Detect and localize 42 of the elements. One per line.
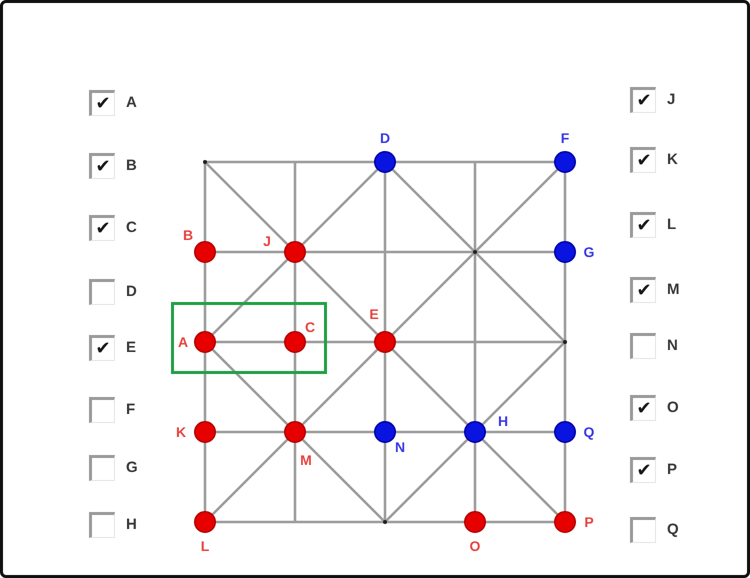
point-label: O — [470, 539, 480, 553]
checkbox-label: J — [667, 92, 676, 108]
point-label: E — [369, 307, 379, 321]
checkbox-label: P — [667, 462, 678, 478]
point-label: H — [498, 414, 508, 428]
point-label: K — [176, 425, 186, 439]
point-label: G — [584, 245, 594, 259]
checkbox-label: C — [126, 220, 137, 236]
point-label: P — [584, 515, 594, 529]
checkbox-label: Q — [667, 522, 679, 538]
checkbox-label: D — [126, 284, 137, 300]
point-label: M — [300, 453, 312, 467]
checkbox: ✔ — [630, 147, 656, 173]
point-label: C — [304, 320, 316, 334]
point-label: F — [560, 131, 570, 145]
checkbox-label: F — [126, 402, 136, 418]
checkbox: ✔ — [89, 153, 115, 179]
checkbox: ✔ — [89, 90, 115, 116]
checkbox-label: L — [667, 217, 676, 233]
checkbox-label: K — [667, 152, 678, 168]
checkbox-label: B — [126, 158, 137, 174]
checkbox-label: G — [126, 460, 138, 476]
checkbox-label: N — [667, 338, 678, 354]
checkbox-label: H — [126, 517, 137, 533]
checkbox: ✔ — [630, 87, 656, 113]
checkbox: ✔ — [89, 215, 115, 241]
checkbox-label: M — [667, 282, 680, 298]
point-label: J — [263, 234, 271, 248]
point-label: D — [380, 131, 390, 145]
checkbox: ✔ — [630, 457, 656, 483]
checkbox-label: E — [126, 340, 136, 356]
point-label: L — [200, 539, 210, 553]
checkbox-label: A — [126, 95, 137, 111]
checkbox: ✔ — [630, 212, 656, 238]
checkbox: ✔ — [89, 335, 115, 361]
point-label: N — [394, 440, 406, 454]
checkbox: ✔ — [630, 395, 656, 421]
point-label: B — [182, 228, 194, 242]
checkbox: ✔ — [630, 277, 656, 303]
point-label: A — [178, 335, 188, 349]
point-label: Q — [584, 425, 594, 439]
checkbox-label: O — [667, 400, 679, 416]
